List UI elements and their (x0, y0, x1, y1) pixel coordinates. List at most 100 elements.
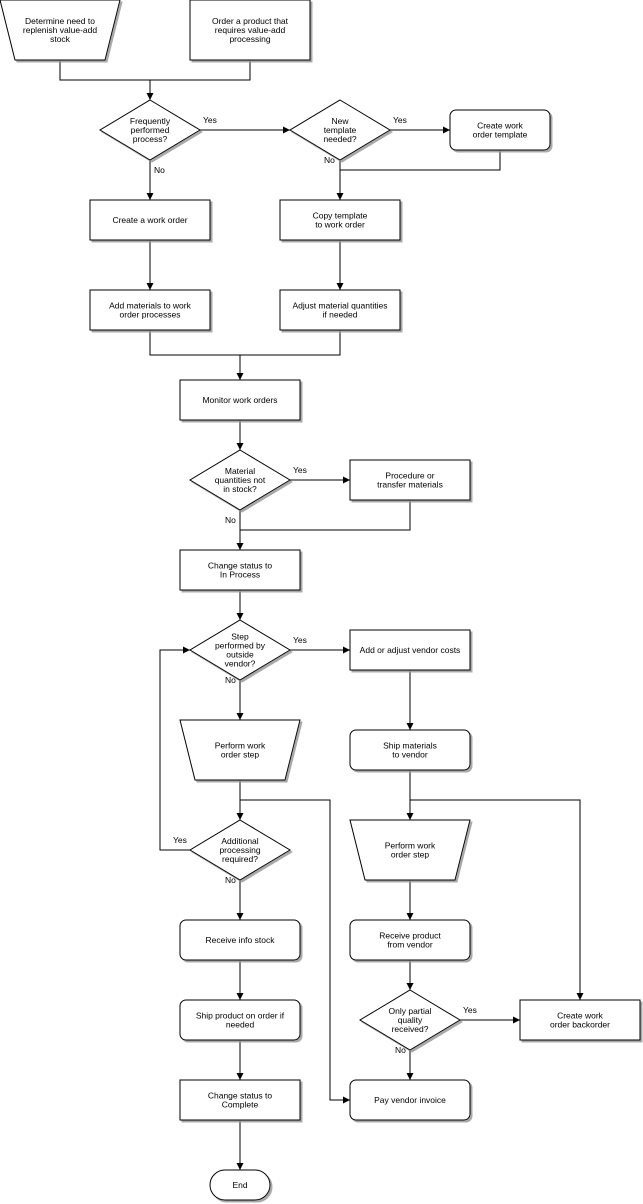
edge-label-no: No (395, 1045, 406, 1055)
edge-label-yes: Yes (293, 635, 307, 645)
node-label: performed (131, 125, 170, 135)
node-label: Monitor work orders (202, 395, 277, 405)
node-label: Complete (222, 1100, 259, 1110)
node-label: Receive product (379, 931, 441, 941)
node-label: quality (398, 1015, 423, 1025)
node-label: Ship materials (383, 741, 437, 751)
node-label: Only partial (389, 1006, 432, 1016)
node-label: needed (226, 1020, 255, 1030)
node-label: order processes (120, 310, 181, 320)
node-ship-to-vendor-shape (349, 729, 471, 771)
node-end: End (209, 1169, 271, 1201)
node-label: to work order (315, 220, 365, 230)
node-label: Frequently (130, 116, 171, 126)
node-monitor: Monitor work orders (179, 379, 301, 421)
node-label: Ship product on order if (196, 1011, 285, 1021)
node-create-template-shape (449, 109, 551, 151)
edge-label-yes: Yes (393, 115, 407, 125)
edge-label-yes: Yes (463, 1005, 477, 1015)
node-label: Change status to (208, 561, 273, 571)
node-label: In Process (220, 570, 260, 580)
node-partial-quality-shape (359, 989, 461, 1051)
node-label: Perform work (215, 741, 266, 751)
node-order-product-shape (189, 0, 311, 61)
node-label: outside (226, 650, 254, 660)
node-create-work-order: Create a work order (89, 199, 211, 241)
node-pay-invoice-shape (349, 1079, 471, 1121)
node-label: needed? (323, 134, 356, 144)
node-label: template (324, 125, 357, 135)
edge-label-no: No (225, 875, 236, 885)
node-label: Pay vendor invoice (374, 1095, 446, 1105)
node-label: required? (222, 854, 258, 864)
node-label: order step (391, 850, 430, 860)
node-label: transfer materials (377, 480, 443, 490)
node-label: in stock? (223, 484, 257, 494)
node-determine-need-shape (0, 0, 121, 61)
edge-add-to-merge (149, 330, 240, 356)
node-label: requires value-add (215, 25, 286, 35)
node-adjust-quantities-shape (279, 289, 401, 331)
node-label: Material (225, 466, 255, 476)
edge-label-no: No (154, 165, 165, 175)
node-materials-not-in-stock-shape (189, 449, 291, 511)
node-label: processing (219, 845, 260, 855)
node-create-work-order-shape (89, 199, 211, 241)
node-label: Determine need to (25, 16, 95, 26)
node-frequently-performed-shape (99, 99, 201, 161)
node-label: quantities not (215, 475, 266, 485)
node-status-complete-shape (179, 1079, 301, 1121)
node-step-outside-vendor-shape (189, 619, 291, 681)
edge-determine-to-merge (59, 60, 150, 81)
node-new-template-shape (289, 99, 391, 161)
node-monitor-shape (179, 379, 301, 421)
node-label: Additional (221, 836, 258, 846)
node-perform-step-vendor-shape (349, 819, 471, 881)
node-label: Create work (477, 121, 524, 131)
node-label: order backorder (550, 1020, 610, 1030)
node-vendor-costs: Add or adjust vendor costs (349, 629, 471, 671)
edge-additional-yes-loop (159, 646, 190, 851)
edge-adjust-to-merge (240, 330, 341, 356)
node-receive-from-vendor-shape (349, 919, 471, 961)
node-receive-stock: Receive info stock (179, 919, 301, 961)
node-label: stock (50, 34, 71, 44)
edge-ship-to-backorder (410, 799, 584, 1000)
node-additional-processing-shape (189, 819, 291, 881)
edge-label-yes: Yes (173, 835, 187, 845)
node-pay-invoice: Pay vendor invoice (349, 1079, 471, 1121)
node-label: Create work (557, 1011, 604, 1021)
node-label: Procedure or (385, 471, 434, 481)
node-label: Copy template (313, 211, 368, 221)
node-status-in-process-shape (179, 549, 301, 591)
edge-label-yes: Yes (293, 465, 307, 475)
node-label: New (331, 116, 349, 126)
node-label: Perform work (385, 841, 436, 851)
node-label: process? (133, 134, 168, 144)
node-label: order step (221, 750, 260, 760)
node-label: to vendor (392, 750, 428, 760)
edge-perform-to-invoice (240, 799, 350, 1104)
node-label: from vendor (387, 940, 433, 950)
node-label: order template (473, 130, 528, 140)
node-label: received? (392, 1024, 429, 1034)
node-label: processing (229, 34, 270, 44)
node-add-materials-shape (89, 289, 211, 331)
